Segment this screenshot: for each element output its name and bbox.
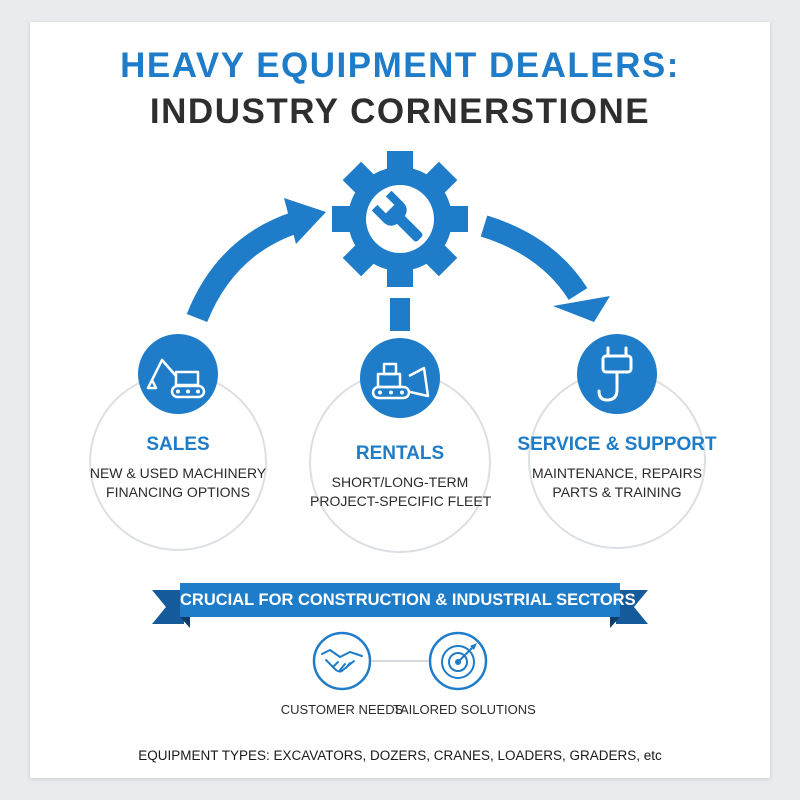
pillar-line: PARTS & TRAINING	[552, 484, 682, 500]
customer-needs-label: CUSTOMER NEEDS	[280, 702, 404, 717]
pillar-line: NEW & USED MACHINERY	[89, 465, 267, 481]
handshake-icon	[312, 631, 372, 691]
pillar-sales: SALES NEW & USED MACHINERY FINANCING OPT…	[88, 434, 268, 502]
pillar-line: MAINTENANCE, REPAIRS	[531, 465, 703, 481]
right-arrow-icon	[480, 215, 610, 322]
target-icon	[428, 631, 488, 691]
tailored-solutions-label: TAILORED SOLUTIONS	[393, 702, 536, 717]
excavator-icon	[138, 334, 218, 414]
pillar-line: FINANCING OPTIONS	[106, 484, 250, 500]
pillar-line: PROJECT-SPECIFIC FLEET	[310, 493, 492, 509]
banner-ribbon	[152, 583, 648, 628]
pillar-title-service: SERVICE & SUPPORT	[517, 434, 717, 455]
banner-text: CRUCIAL FOR CONSTRUCTION & INDUSTRIAL SE…	[180, 591, 636, 609]
pillar-title-sales: SALES	[146, 434, 210, 455]
bulldozer-icon	[360, 338, 440, 418]
pillar-rentals: RENTALS SHORT/LONG-TERM PROJECT-SPECIFIC…	[310, 443, 492, 511]
gear-wrench-icon	[332, 151, 468, 287]
title-line-2: INDUSTRY CORNERSTIONE	[149, 92, 651, 131]
crane-hook-icon	[577, 334, 657, 414]
title-line-1: HEAVY EQUIPMENT DEALERS:	[120, 46, 680, 85]
connector-stem	[390, 298, 410, 331]
pillar-title-rentals: RENTALS	[355, 443, 445, 464]
footer-equipment-types: EQUIPMENT TYPES: EXCAVATORS, DOZERS, CRA…	[138, 748, 662, 763]
left-arrow-icon	[186, 198, 326, 323]
pillar-line: SHORT/LONG-TERM	[331, 474, 469, 490]
pillar-service: SERVICE & SUPPORT MAINTENANCE, REPAIRS P…	[517, 434, 717, 502]
